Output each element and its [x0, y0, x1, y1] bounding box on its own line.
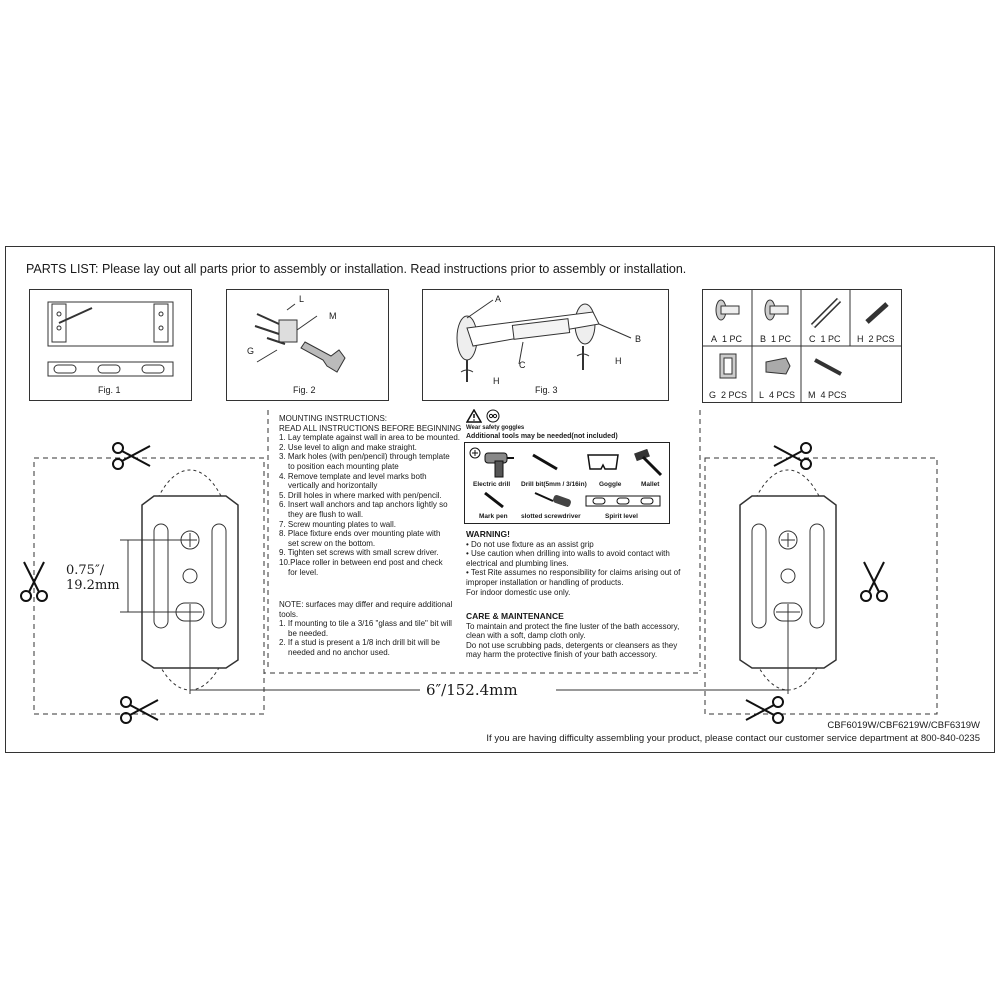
mounting-step: 5. Drill holes in where marked with pen/…	[279, 490, 442, 500]
figure-1-caption: Fig. 1	[98, 385, 121, 395]
spirit-level-label: Spirit level	[605, 513, 638, 520]
screwdriver-icon	[534, 492, 571, 507]
part-h-label: H 2 PCS	[857, 334, 895, 344]
scissors-icon	[20, 561, 48, 602]
figure-3-label-h-right: H	[615, 356, 622, 366]
mounting-step: 7. Screw mounting plates to wall.	[279, 519, 396, 529]
goggle-label: Goggle	[599, 481, 622, 488]
horizontal-dimension: 6″/152.4mm	[426, 681, 518, 699]
mounting-subtitle: READ ALL INSTRUCTIONS BEFORE BEGINNING	[279, 423, 462, 433]
part-h-icon	[865, 302, 889, 324]
electric-drill-label: Electric drill	[473, 481, 511, 488]
mounting-step: vertically and horizontally	[288, 481, 378, 491]
screwdriver-label: slotted screwdriver	[521, 513, 581, 520]
figure-3-illustration	[456, 299, 632, 382]
figure-2-label-g: G	[247, 346, 255, 356]
drill-bit-icon	[532, 453, 558, 471]
warning-triangle-icon	[466, 409, 482, 423]
scissors-icon	[120, 696, 159, 724]
vertical-dimension-mm: 19.2mm	[66, 578, 120, 593]
part-m-icon	[814, 358, 842, 376]
mounting-step: 3. Mark holes (with pen/pencil) through …	[279, 452, 450, 462]
parts-grid: A 1 PC B 1 PC C 1 PC H 2 PCS G 2 PCS L 4…	[702, 289, 902, 403]
mark-pen-icon	[484, 491, 504, 509]
safety-goggles-icon	[486, 409, 500, 423]
figure-1-box: Fig. 1	[29, 289, 192, 401]
mallet-label: Mallet	[641, 481, 660, 488]
part-b-label: B 1 PC	[760, 334, 792, 344]
warning-title: WARNING!	[466, 529, 510, 539]
mounting-step: for level.	[288, 567, 319, 577]
mounting-step: 4. Remove template and level marks both	[279, 471, 427, 481]
figure-2-illustration	[254, 303, 346, 373]
part-c-icon	[810, 297, 842, 329]
mounting-step: 8. Place fixture ends over mounting plat…	[279, 529, 441, 539]
goggles-note: Wear safety goggles	[466, 425, 525, 431]
part-c-label: C 1 PC	[809, 334, 841, 344]
scissors-icon	[112, 442, 151, 470]
figure-3-label-c: C	[519, 360, 526, 370]
drill-bit-label: Drill bit(5mm / 3/16in)	[521, 481, 587, 488]
care-section: CARE & MAINTENANCE To maintain and prote…	[466, 611, 680, 660]
figure-2-caption: Fig. 2	[293, 385, 316, 395]
part-b-icon	[764, 299, 789, 321]
care-title: CARE & MAINTENANCE	[466, 611, 564, 621]
part-m-label: M 4 PCS	[808, 390, 847, 400]
scissors-icon	[860, 561, 888, 602]
parts-grid-lines	[703, 290, 901, 402]
mallet-icon	[634, 449, 663, 477]
part-a-label: A 1 PC	[711, 334, 743, 344]
goggle-icon	[587, 454, 619, 470]
vertical-dimension-inches: 0.75″/	[66, 563, 105, 578]
figure-3-caption: Fig. 3	[535, 385, 558, 395]
mounting-step: 10.Place roller in between end post and …	[279, 557, 443, 567]
part-l-label: L 4 PCS	[759, 390, 796, 400]
mounting-step: 2. Use level to align and make straight.	[279, 442, 417, 452]
mounting-instructions: MOUNTING INSTRUCTIONS: READ ALL INSTRUCT…	[279, 414, 461, 577]
mounting-step: they are flush to wall.	[288, 509, 364, 519]
parts-list-header: PARTS LIST: Please lay out all parts pri…	[26, 262, 687, 276]
mounting-note: NOTE: surfaces may differ and require ad…	[279, 600, 453, 657]
mounting-step: 1. Lay template against wall in area to …	[279, 433, 460, 443]
plus-icon	[469, 447, 481, 459]
scissors-icon	[745, 696, 784, 724]
tools-box: Electric drill Drill bit(5mm / 3/16in) G…	[464, 442, 670, 524]
figure-2-label-l: L	[299, 294, 305, 304]
mounting-step: 6. Insert wall anchors and tap anchors l…	[279, 500, 448, 510]
mounting-step: set screw on the bottom.	[288, 538, 376, 548]
mounting-step: to position each mounting plate	[288, 461, 399, 471]
figure-1-illustration	[47, 301, 174, 377]
figure-3-box: A B C H H Fig. 3	[422, 289, 669, 401]
figure-3-label-h-left: H	[493, 376, 500, 386]
additional-tools-note: Additional tools may be needed(not inclu…	[466, 433, 618, 440]
figure-2-box: L M G Fig. 2	[226, 289, 389, 401]
part-g-icon	[719, 353, 737, 379]
model-numbers: CBF6019W/CBF6219W/CBF6319W	[827, 720, 980, 731]
figure-2-label-m: M	[329, 311, 337, 321]
mounting-title: MOUNTING INSTRUCTIONS:	[279, 414, 387, 423]
figure-3-label-b: B	[635, 334, 642, 344]
customer-service-note: If you are having difficulty assembling …	[486, 733, 980, 744]
warning-section: WARNING! • Do not use fixture as an assi…	[466, 529, 681, 597]
instruction-sheet	[5, 246, 995, 753]
spirit-level-icon	[585, 495, 661, 507]
figure-3-label-a: A	[495, 294, 502, 304]
electric-drill-icon	[484, 452, 514, 478]
part-l-icon	[765, 357, 791, 375]
mounting-step: 9. Tighten set screws with small screw d…	[279, 548, 439, 558]
part-g-label: G 2 PCS	[709, 390, 748, 400]
mark-pen-label: Mark pen	[479, 513, 508, 520]
scissors-icon	[773, 442, 812, 470]
part-a-icon	[715, 299, 740, 321]
